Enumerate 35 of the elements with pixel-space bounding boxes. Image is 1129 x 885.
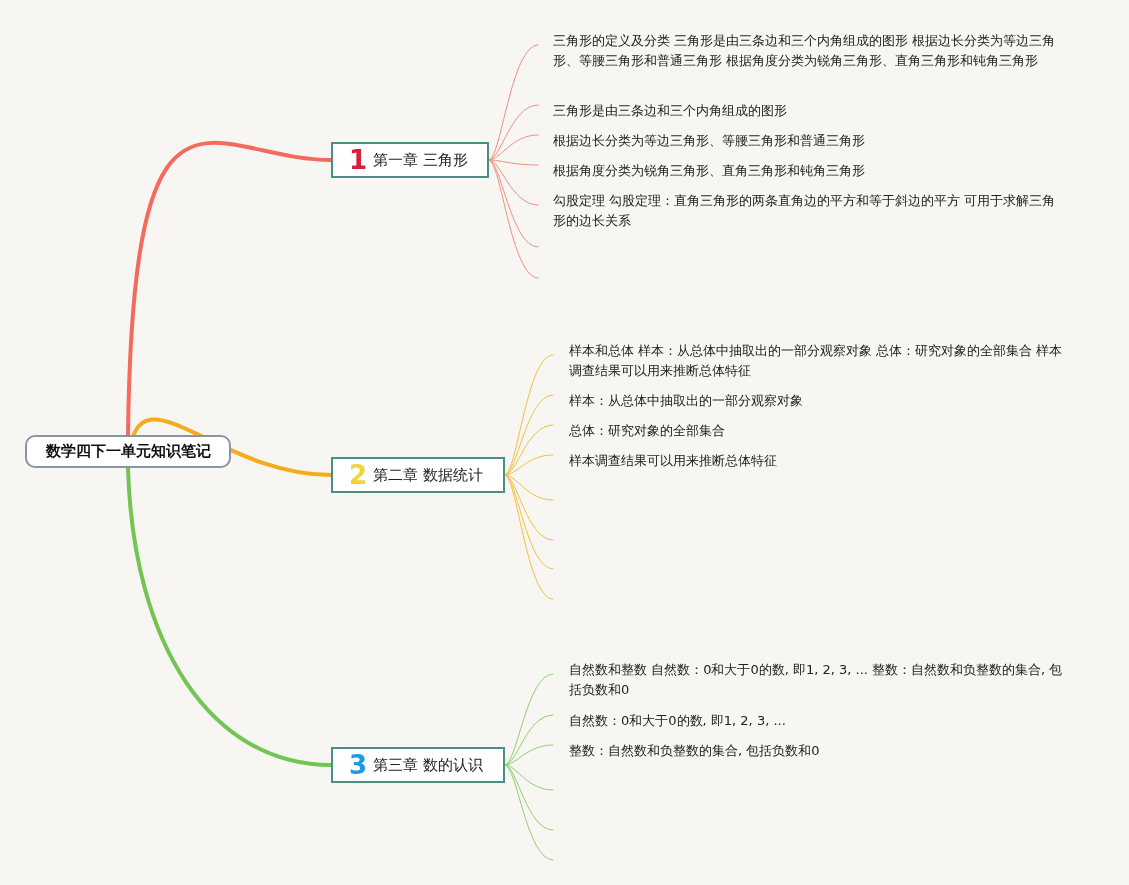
branch-line <box>504 764 554 831</box>
chapter-number: 1 <box>349 145 368 175</box>
chapter-number: 3 <box>349 750 368 780</box>
note-text: 自然数：0和大于0的数, 即1, 2, 3, ... <box>569 712 787 730</box>
note-text: 三角形的定义及分类 三角形是由三条边和三个内角组成的图形 根据边长分类为等边三角形、等腰三角形和普通三角形 根据角度分类为锐角三角形、直角三角形和钝角三角形 <box>553 32 1057 70</box>
topic-box: 数学四下一单元知识笔记 <box>25 435 231 468</box>
branch-line <box>504 474 554 541</box>
note-text: 勾股定理 勾股定理：直角三角形的两条直角边的平方和等于斜边的平方 可用于求解三角形的边长关系 <box>553 192 1057 230</box>
chapter-title: 第一章 三角形 <box>373 150 468 170</box>
note-text: 自然数和整数 自然数：0和大于0的数, 即1, 2, 3, ... 整数：自然数和负整数的集合, 包括负数和0 <box>569 661 1064 699</box>
note-text: 样本和总体 样本：从总体中抽取出的一部分观察对象 总体：研究对象的全部集合 样本调查结果可以用来推断总体特征 <box>569 342 1064 380</box>
note-text: 样本：从总体中抽取出的一部分观察对象 <box>569 392 804 410</box>
branch-line <box>504 764 554 861</box>
branch-line <box>504 424 554 476</box>
chapter-title: 第二章 数据统计 <box>373 465 483 485</box>
branch-line <box>488 44 539 161</box>
note-text: 三角形是由三条边和三个内角组成的图形 <box>553 102 788 120</box>
branch-line <box>126 466 333 767</box>
note-text: 总体：研究对象的全部集合 <box>569 422 726 440</box>
branch-line <box>488 159 539 279</box>
branch-line <box>488 159 539 166</box>
branch-line <box>504 454 554 476</box>
note-text: 整数：自然数和负整数的集合, 包括负数和0 <box>569 742 821 760</box>
branch-line <box>504 744 554 766</box>
branch-line <box>504 474 554 600</box>
branch-line <box>488 104 539 161</box>
note-text: 根据边长分类为等边三角形、等腰三角形和普通三角形 <box>553 132 866 150</box>
branch-line <box>504 354 554 476</box>
note-text: 根据角度分类为锐角三角形、直角三角形和钝角三角形 <box>553 162 866 180</box>
chapter-number: 2 <box>349 460 368 490</box>
branch-line <box>488 159 539 206</box>
branch-line <box>126 141 333 437</box>
chapter-title: 第三章 数的认识 <box>373 755 483 775</box>
branch-line <box>504 714 554 766</box>
note-text: 样本调查结果可以用来推断总体特征 <box>569 452 778 470</box>
